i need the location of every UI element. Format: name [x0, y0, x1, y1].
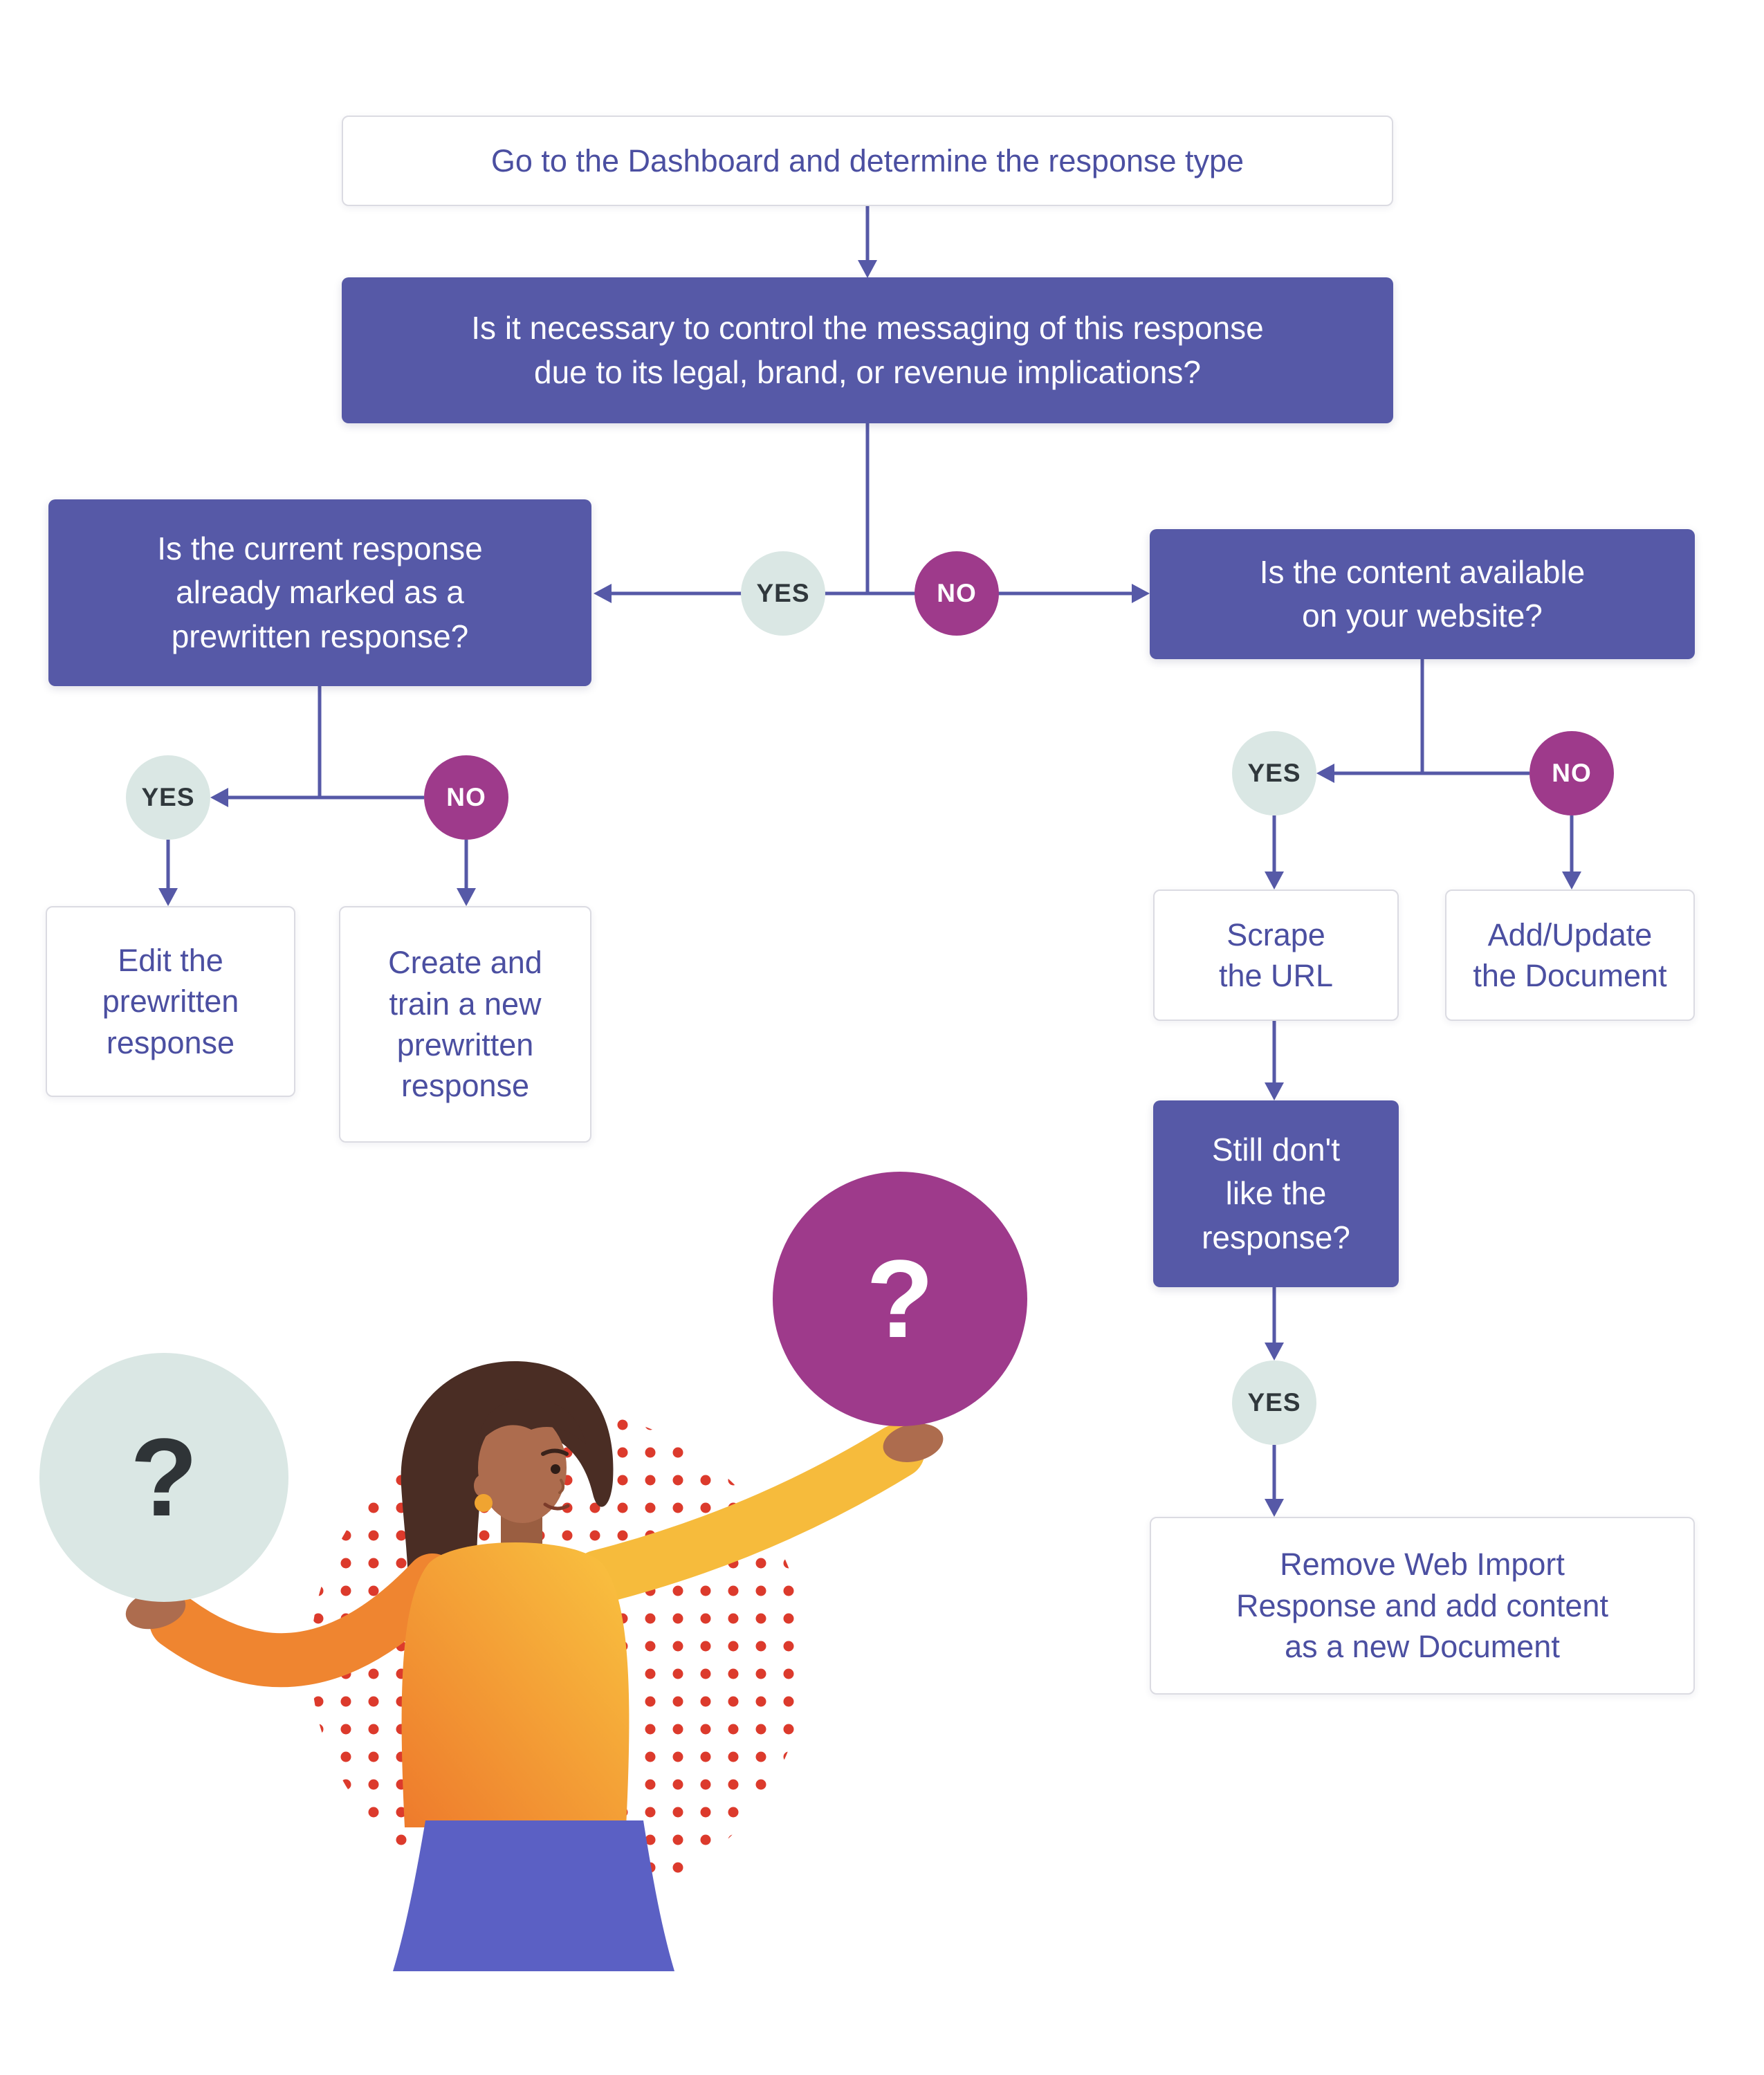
- still-yes-badge: YES: [1232, 1361, 1316, 1445]
- fringe-hair: [478, 1399, 586, 1444]
- left-yes-badge: YES: [126, 755, 210, 840]
- woman-figure: [125, 1361, 944, 1971]
- connector-yes-to-remove: [1265, 1445, 1284, 1517]
- right-yes-badge: YES: [1232, 731, 1316, 815]
- create-response-node: Create and train a new prewritten respon…: [339, 906, 591, 1143]
- nose: [558, 1479, 564, 1494]
- connector-control-split: [594, 423, 1150, 603]
- connector-leftyes-to-edit: [158, 840, 178, 906]
- edit-response-node: Edit the prewritten response: [46, 906, 295, 1097]
- question-mark-icon: ?: [130, 1415, 198, 1539]
- face: [478, 1412, 567, 1523]
- connector-rightyes-to-scrape: [1265, 815, 1284, 889]
- smile: [543, 1502, 570, 1511]
- question-mark-icon: ?: [866, 1237, 934, 1361]
- connector-leftno-to-create: [457, 840, 476, 906]
- left-no-badge: NO: [424, 755, 508, 840]
- connector-start-to-control: [858, 206, 877, 278]
- question-circle-teal: ?: [39, 1353, 288, 1602]
- connector-prewritten-split: [210, 686, 424, 807]
- connector-still-to-yes: [1265, 1287, 1284, 1361]
- start-node: Go to the Dashboard and determine the re…: [342, 116, 1393, 206]
- website-question-node: Is the content available on your website…: [1150, 529, 1695, 659]
- connector-scrape-to-still: [1265, 1021, 1284, 1100]
- remove-web-import-node: Remove Web Import Response and add conte…: [1150, 1517, 1695, 1695]
- connector-rightno-to-addupdate: [1562, 815, 1581, 889]
- torso-sweater: [401, 1542, 630, 1827]
- main-yes-badge: YES: [741, 551, 825, 636]
- control-question-node: Is it necessary to control the messaging…: [342, 277, 1393, 423]
- right-arm-sleeve: [571, 1424, 925, 1604]
- connector-website-split: [1316, 659, 1529, 783]
- skirt: [393, 1820, 674, 1971]
- right-hand: [883, 1423, 944, 1462]
- earring: [475, 1494, 493, 1512]
- eyebrow: [541, 1448, 569, 1456]
- main-no-badge: NO: [915, 551, 999, 636]
- scrape-url-node: Scrape the URL: [1153, 889, 1399, 1021]
- still-question-node: Still don't like the response?: [1153, 1100, 1399, 1287]
- woman-illustration: [125, 1361, 944, 1971]
- question-circle-magenta: ?: [773, 1172, 1027, 1426]
- right-no-badge: NO: [1529, 731, 1614, 815]
- left-arm-sleeve: [149, 1553, 459, 1688]
- prewritten-question-node: Is the current response already marked a…: [48, 499, 591, 686]
- add-update-document-node: Add/Update the Document: [1445, 889, 1695, 1021]
- eye: [551, 1464, 560, 1474]
